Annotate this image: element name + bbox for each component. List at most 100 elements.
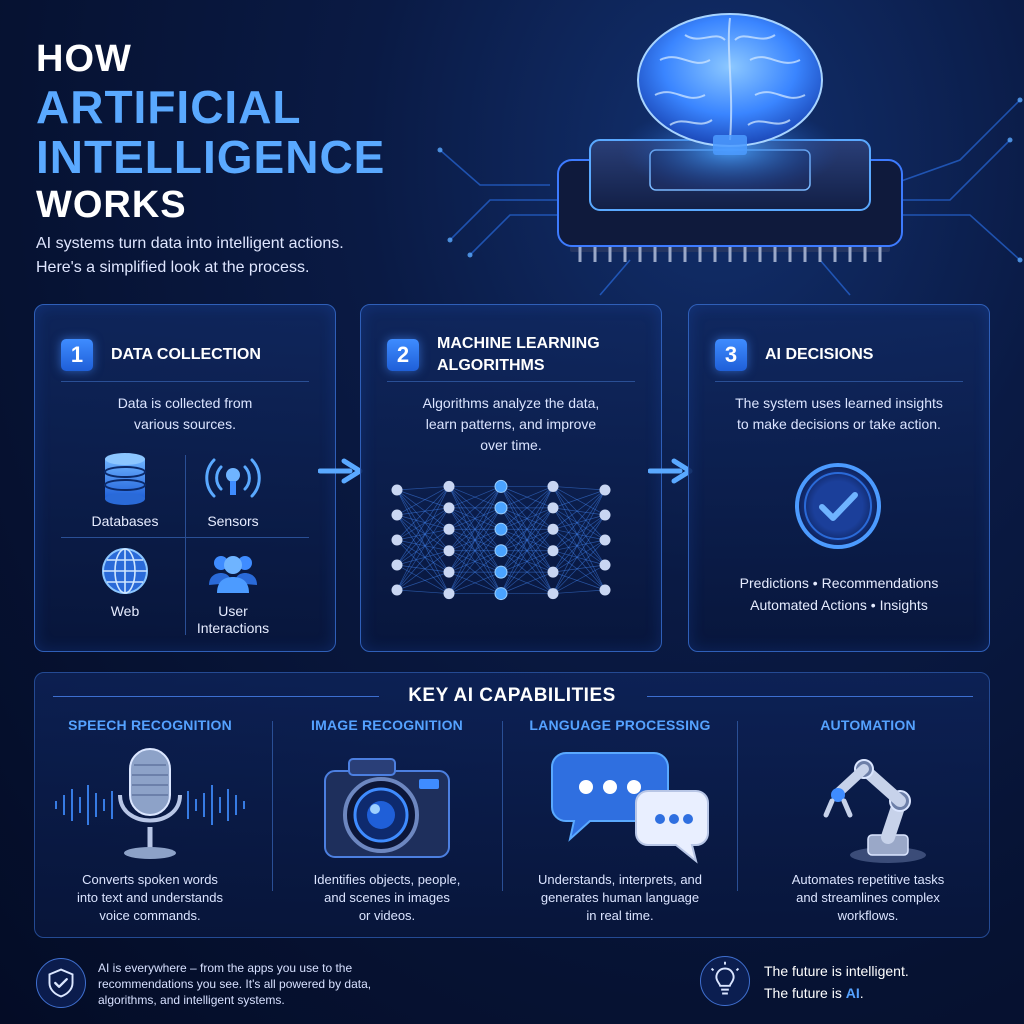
desc-line: Converts spoken words: [82, 872, 218, 887]
step-number-badge: 1: [61, 339, 93, 371]
desc-line: Understands, interprets, and: [537, 872, 703, 887]
capability-description: Automates repetitive tasks and streamlin…: [753, 871, 983, 925]
capability-image-recognition: IMAGE RECOGNITION Identifies objects, pe…: [272, 717, 502, 929]
title-line: ALGORITHMS: [437, 357, 545, 374]
step-card-machine-learning: 2 MACHINE LEARNING ALGORITHMS Algorithms…: [360, 304, 662, 652]
divider: [61, 381, 309, 382]
intro-text: AI systems turn data into intelligent ac…: [36, 232, 416, 280]
chat-bubbles-icon: [551, 752, 709, 864]
tagline-ai: AI: [845, 985, 860, 1001]
desc-line: learn patterns, and improve: [425, 416, 597, 432]
desc-line: Identifies objects, people,: [313, 872, 461, 887]
column-divider: [737, 721, 738, 891]
source-label-user-interactions: User Interactions: [173, 603, 293, 637]
desc-line: or videos.: [358, 908, 416, 923]
desc-line: to make decisions or take action.: [737, 416, 941, 432]
globe-icon: [102, 548, 148, 594]
arrow-right-icon: [318, 458, 363, 484]
divider: [715, 381, 963, 382]
grid-divider: [61, 537, 309, 538]
desc-line: over time.: [480, 437, 542, 453]
desc-line: various sources.: [134, 416, 236, 432]
desc-line: Data is collected from: [117, 395, 253, 411]
desc-line: into text and understands: [77, 890, 223, 905]
desc-line: Algorithms analyze the data,: [422, 395, 600, 411]
source-label-sensors: Sensors: [207, 513, 259, 529]
users-icon: [209, 556, 257, 593]
sensor-icon: [205, 458, 261, 498]
checkmark-icon: [795, 463, 881, 549]
step-3-header: 3 AI DECISIONS: [715, 331, 969, 379]
desc-line: voice commands.: [99, 908, 201, 923]
step-title: DATA COLLECTION: [111, 346, 261, 363]
desc-line: and scenes in images: [324, 890, 450, 905]
title-line-intelligence: INTELLIGENCE: [36, 131, 386, 183]
outcomes-line: Automated Actions • Insights: [750, 597, 928, 613]
divider: [387, 381, 635, 382]
intro-line-1: AI systems turn data into intelligent ac…: [36, 235, 344, 252]
capability-description: Understands, interprets, and generates h…: [505, 871, 735, 925]
step-title: AI DECISIONS: [765, 346, 874, 363]
footer-line: recommendations you see. It's all powere…: [98, 977, 372, 991]
capability-language-processing: LANGUAGE PROCESSING Understands, interpr…: [505, 717, 735, 929]
tagline-prefix: The future is: [764, 985, 846, 1001]
source-label-databases: Databases: [91, 513, 159, 529]
tagline-suffix: .: [859, 985, 864, 1001]
column-divider: [502, 721, 503, 891]
neural-network-icon: [391, 479, 611, 601]
label-line: Interactions: [196, 620, 270, 636]
desc-line: and streamlines complex: [796, 890, 940, 905]
outcomes-line: Predictions • Recommendations: [739, 575, 939, 591]
decision-outcomes: Predictions • Recommendations Automated …: [699, 572, 979, 616]
grid-divider: [185, 455, 186, 635]
tagline-line: The future is AI.: [764, 982, 1004, 1004]
tagline-line: The future is intelligent.: [764, 963, 909, 979]
title-line-artificial: ARTIFICIAL: [36, 81, 302, 133]
database-icon: [104, 453, 146, 505]
footer-line: AI is everywhere – from the apps you use…: [98, 961, 353, 975]
step-1-header: 1 DATA COLLECTION: [61, 331, 315, 379]
footer-tagline: The future is intelligent. The future is…: [764, 960, 1004, 1004]
title-line: MACHINE LEARNING: [437, 335, 600, 352]
step-description: Algorithms analyze the data, learn patte…: [381, 393, 641, 456]
step-card-data-collection: 1 DATA COLLECTION Data is collected from…: [34, 304, 336, 652]
column-divider: [272, 721, 273, 891]
microphone-icon: [55, 748, 245, 859]
brain-chip-illustration: [437, 13, 1023, 296]
divider: [53, 696, 379, 697]
footer-note: AI is everywhere – from the apps you use…: [98, 960, 438, 1008]
lightbulb-icon: [700, 956, 750, 1006]
divider: [647, 696, 973, 697]
desc-line: workflows.: [837, 908, 899, 923]
capabilities-panel: KEY AI CAPABILITIES SPEECH RECOGNITION: [34, 672, 990, 938]
step-2-header: 2 MACHINE LEARNING ALGORITHMS: [387, 331, 641, 379]
desc-line: generates human language: [540, 890, 700, 905]
desc-line: in real time.: [586, 908, 654, 923]
shield-check-icon: [36, 958, 86, 1008]
capability-description: Identifies objects, people, and scenes i…: [272, 871, 502, 925]
label-line: User: [218, 603, 248, 619]
camera-icon: [324, 758, 450, 858]
capabilities-title: KEY AI CAPABILITIES: [408, 685, 616, 706]
step-number-badge: 3: [715, 339, 747, 371]
capability-name: IMAGE RECOGNITION: [311, 717, 463, 733]
title-line-how: HOW: [36, 38, 132, 80]
page-title: HOW ARTIFICIAL INTELLIGENCE WORKS: [36, 36, 456, 228]
robot-arm-icon: [823, 759, 926, 863]
capability-name: SPEECH RECOGNITION: [68, 717, 232, 733]
capability-name: LANGUAGE PROCESSING: [529, 717, 711, 733]
intro-line-2: Here's a simplified look at the process.: [36, 259, 310, 276]
step-card-ai-decisions: 3 AI DECISIONS The system uses learned i…: [688, 304, 990, 652]
desc-line: The system uses learned insights: [735, 395, 943, 411]
capability-speech-recognition: SPEECH RECOGNITION Converts spoke: [35, 717, 265, 929]
step-title: MACHINE LEARNING ALGORITHMS: [437, 333, 600, 377]
step-number-badge: 2: [387, 339, 419, 371]
footer-line: algorithms, and intelligent systems.: [98, 993, 285, 1007]
capability-automation: AUTOMATION Automates repetitive tasks an…: [753, 717, 983, 929]
source-label-web: Web: [110, 603, 140, 619]
step-description: Data is collected from various sources.: [55, 393, 315, 435]
capability-description: Converts spoken words into text and unde…: [35, 871, 265, 925]
step-description: The system uses learned insights to make…: [709, 393, 969, 435]
desc-line: Automates repetitive tasks: [791, 872, 945, 887]
capability-name: AUTOMATION: [820, 717, 916, 733]
